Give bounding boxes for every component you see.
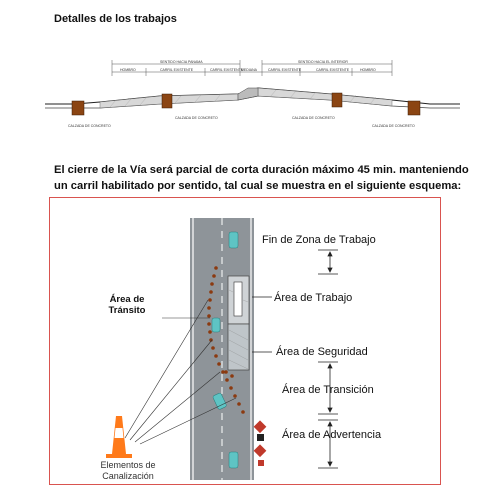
label-transit-area: Área de Tránsito bbox=[108, 294, 146, 316]
lane-label-3: CARRIL EXISTENTE bbox=[210, 68, 244, 72]
vehicle-4 bbox=[228, 451, 239, 469]
vehicle-1 bbox=[228, 231, 239, 249]
note-4: CALZADA DE CONCRETO bbox=[372, 124, 415, 128]
lane-label-7: HOMBRO bbox=[360, 68, 376, 72]
lane-label-4: MEDIANA bbox=[241, 68, 257, 72]
diagram-frame bbox=[49, 197, 441, 485]
safety-area bbox=[227, 323, 250, 371]
drain-block-3 bbox=[331, 92, 343, 108]
note-1: CALZADA DE CONCRETO bbox=[68, 124, 111, 128]
label-safety-area: Área de Seguridad bbox=[276, 346, 368, 358]
channelizing-cones bbox=[207, 266, 245, 414]
note-2: CALZADA DE CONCRETO bbox=[175, 116, 218, 120]
closure-description: El cierre de la Vía será parcial de cort… bbox=[54, 164, 469, 192]
note-3: CALZADA DE CONCRETO bbox=[292, 116, 335, 120]
top-label-1: SENTIDO HACIA PANAMA bbox=[160, 60, 203, 64]
label-warning-area: Área de Advertencia bbox=[282, 429, 382, 441]
road-cross-section bbox=[45, 60, 460, 116]
vehicle-3 bbox=[212, 392, 227, 410]
lane-label-1: HOMBRO bbox=[120, 68, 136, 72]
traffic-cone-icon bbox=[106, 416, 132, 458]
label-end-zone: Fin de Zona de Trabajo bbox=[262, 234, 376, 246]
top-label-2: SENTIDO HACIA EL INTERIOR bbox=[298, 60, 348, 64]
vehicle-2 bbox=[211, 317, 221, 333]
drain-block-2 bbox=[161, 93, 173, 109]
drain-block-1 bbox=[71, 100, 85, 116]
label-transition-area: Área de Transición bbox=[282, 384, 374, 396]
label-work-area: Área de Trabajo bbox=[274, 292, 353, 304]
lane-label-5: CARRIL EXISTENTE bbox=[268, 68, 302, 72]
label-channel-devices: Elementos de Canalización bbox=[100, 460, 156, 481]
lane-label-6: CARRIL EXISTENTE bbox=[316, 68, 350, 72]
warning-signs bbox=[253, 420, 267, 466]
section-title: Detalles de los trabajos bbox=[54, 13, 177, 25]
drain-block-4 bbox=[407, 100, 421, 116]
lane-label-2: CARRIL EXISTENTE bbox=[160, 68, 194, 72]
